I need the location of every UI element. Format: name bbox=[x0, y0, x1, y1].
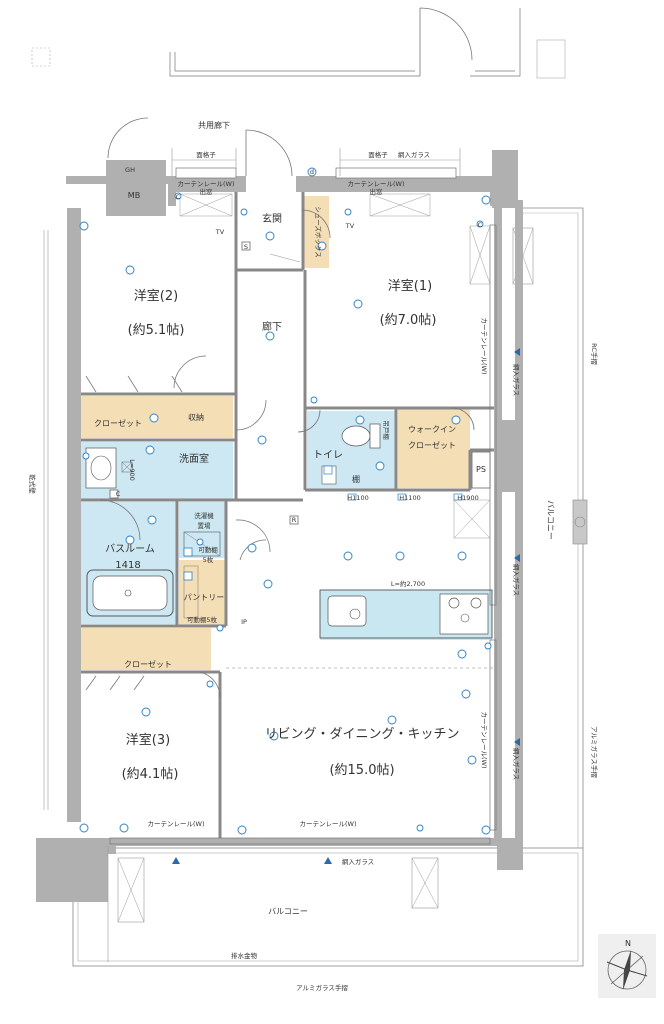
walls bbox=[36, 150, 523, 902]
balcony-side-label: バルコニー bbox=[546, 500, 555, 540]
room-walkin-line1: ウォークイン bbox=[408, 425, 456, 434]
room-western2-size: (約5.1帖) bbox=[128, 323, 185, 338]
room-western3-name: 洋室(3) bbox=[126, 732, 170, 748]
room-ldk-name: リビング・ダイニング・キッチン bbox=[264, 727, 459, 742]
laundry-label-line2: 置場 bbox=[198, 521, 212, 530]
shoe-box-fill bbox=[303, 196, 329, 268]
c-symbol-2: C bbox=[478, 221, 483, 229]
tv-symbol: TV bbox=[215, 228, 225, 236]
curtain-rail-top-1: カーテンレール(W) bbox=[178, 180, 235, 188]
kitchen-length-label: L=約2,700 bbox=[391, 579, 425, 588]
d-symbol: d bbox=[310, 168, 314, 176]
annotation-labels: 共用廊下 面格子 面格子 網入ガラス カーテンレール(W) 出窓 カーテンレール… bbox=[28, 120, 599, 992]
closet-w3-label: クローゼット bbox=[124, 659, 172, 669]
s-symbol: S bbox=[244, 243, 248, 251]
electrical-symbols bbox=[79, 167, 492, 835]
storage-label: 収納 bbox=[188, 412, 204, 422]
rc-railing-label: RC手摺 bbox=[590, 343, 599, 365]
shelf-label: 棚 bbox=[352, 474, 360, 484]
movable-shelf-label: 可動棚 bbox=[198, 545, 218, 554]
ip-label: IP bbox=[241, 618, 247, 626]
room-walkin-line2: クローゼット bbox=[408, 440, 456, 450]
h1100-a-label: H1100 bbox=[347, 494, 368, 502]
curtain-rail-top-2: カーテンレール(W) bbox=[348, 180, 405, 188]
balcony-outline bbox=[72, 207, 588, 967]
washroom-width-label: L=900 bbox=[128, 459, 136, 480]
wired-glass-bottom: 網入ガラス bbox=[342, 857, 374, 866]
pantry-fill bbox=[179, 560, 225, 626]
drain-hardware-label: 排水金物 bbox=[231, 951, 258, 960]
laundry-label-line1: 洗濯機 bbox=[194, 511, 214, 520]
closet-w2-label: クローゼット bbox=[94, 418, 142, 428]
misc-lines bbox=[107, 148, 461, 962]
r-symbol: R bbox=[292, 516, 297, 524]
closet-w3-fill bbox=[81, 628, 211, 670]
windows bbox=[43, 167, 497, 845]
shoe-box-label: シューズボックス bbox=[314, 206, 323, 257]
curtain-rail-right-2: カーテンレール(W) bbox=[480, 712, 488, 769]
room-western1-size: (約7.0帖) bbox=[380, 313, 437, 328]
room-toilet: トイレ bbox=[313, 450, 343, 461]
room-hallway: 廊下 bbox=[262, 320, 282, 333]
room-western1-name: 洋室(1) bbox=[388, 278, 432, 294]
bay-window-2: 出窓 bbox=[370, 187, 384, 196]
room-labels: 洋室(1) (約7.0帖) 洋室(2) (約5.1帖) 洋室(3) (約4.1帖… bbox=[94, 166, 555, 916]
bay-window-1: 出窓 bbox=[200, 187, 214, 196]
grille-label-2: 面格子 bbox=[368, 150, 388, 159]
gh-label: GH bbox=[125, 166, 135, 174]
compass: N bbox=[598, 934, 656, 998]
room-bathroom-size: 1418 bbox=[115, 560, 140, 571]
room-western3-size: (約4.1帖) bbox=[122, 767, 179, 782]
movable-shelf-5: 可動棚5枚 bbox=[187, 615, 218, 624]
room-ldk-size: (約15.0帖) bbox=[329, 763, 394, 778]
h1100-b-label: H1100 bbox=[399, 494, 420, 502]
compass-north-label: N bbox=[625, 939, 631, 948]
wired-glass-right-2: 網入ガラス bbox=[512, 564, 521, 596]
mb-label: MB bbox=[128, 191, 140, 200]
tv-symbol-2: TV bbox=[345, 222, 355, 230]
hanging-shelf-label: 吊戸棚 bbox=[382, 420, 391, 440]
curtain-rail-bottom-2: カーテンレール(W) bbox=[300, 820, 357, 828]
interior-walls bbox=[81, 192, 494, 838]
alu-railing-right-label: アルミガラス手摺 bbox=[590, 726, 599, 778]
alu-railing-bottom-label: アルミガラス手摺 bbox=[296, 983, 348, 992]
dry-wall-label: 乾式壁 bbox=[28, 474, 37, 494]
c-symbol-3: C bbox=[116, 490, 121, 498]
curtain-rail-right-1: カーテンレール(W) bbox=[480, 318, 488, 375]
room-washroom: 洗面室 bbox=[179, 452, 209, 465]
window-markers bbox=[172, 348, 520, 864]
room-bathroom: バスルーム bbox=[105, 543, 155, 555]
curtain-rail-bottom-1: カーテンレール(W) bbox=[148, 820, 205, 828]
room-entrance: 玄関 bbox=[262, 212, 282, 225]
wired-glass-top: 網入ガラス bbox=[398, 150, 430, 159]
grille-label-1: 面格子 bbox=[196, 150, 216, 159]
c-symbol: C bbox=[176, 193, 181, 201]
wired-glass-right-1: 網入ガラス bbox=[512, 364, 521, 396]
wired-glass-right-3: 網入ガラス bbox=[512, 748, 521, 780]
movable-shelf-count: 5枚 bbox=[203, 555, 214, 564]
common-corridor-outline bbox=[31, 7, 566, 79]
room-western2-name: 洋室(2) bbox=[134, 288, 178, 304]
h1900-label: H1900 bbox=[457, 494, 478, 502]
balcony-main-label: バルコニー bbox=[268, 907, 308, 916]
pantry-label: パントリー bbox=[184, 593, 224, 602]
doors bbox=[85, 117, 475, 699]
common-corridor-label: 共用廊下 bbox=[198, 120, 230, 130]
ps-label: PS bbox=[476, 465, 486, 474]
